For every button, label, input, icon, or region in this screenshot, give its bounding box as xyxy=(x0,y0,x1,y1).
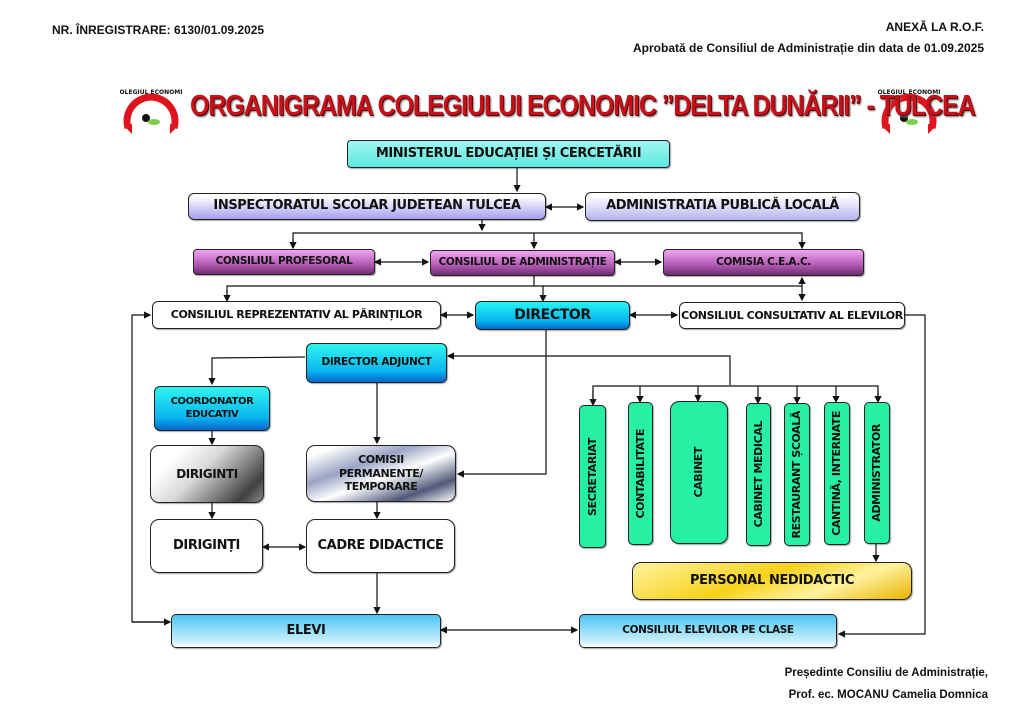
registration-number: NR. ÎNREGISTRARE: 6130/01.09.2025 xyxy=(52,23,265,37)
node-isj[interactable]: INSPECTORATUL SCOLAR JUDETEAN TULCEA xyxy=(188,193,546,220)
node-label: DIRECTOR xyxy=(514,306,591,323)
node-director[interactable]: DIRECTOR xyxy=(475,301,630,330)
approval-note: Aprobată de Consiliul de Administrație d… xyxy=(633,41,984,55)
node-label: ELEVI xyxy=(286,622,326,638)
node-label: CONTABILITATE xyxy=(633,428,647,519)
node-coordinator[interactable]: COORDONATOR EDUCATIV xyxy=(154,386,270,431)
line-deputy-coordinator xyxy=(208,356,306,386)
node-dirigi-1[interactable]: DIRIGINTI xyxy=(150,445,264,503)
school-logo-right: COLEGIUL ECONOMIC xyxy=(873,84,945,142)
node-commissions[interactable]: COMISII PERMANENTE/ TEMPORARE xyxy=(306,445,456,502)
dept-administrator[interactable]: ADMINISTRATOR xyxy=(864,402,890,544)
node-label: DIRIGINȚI xyxy=(173,537,240,553)
dept-medical[interactable]: CABINET MEDICAL xyxy=(746,403,771,546)
node-label: COMISIA C.E.A.C. xyxy=(716,255,811,268)
svg-text:COLEGIUL ECONOMIC: COLEGIUL ECONOMIC xyxy=(878,89,940,96)
node-admin-council[interactable]: CONSILIUL DE ADMINISTRAȚIE xyxy=(430,250,615,276)
node-label: CABINET MEDICAL xyxy=(751,421,765,528)
node-label: PERSONAL NEDIDACTIC xyxy=(689,572,854,588)
annex-label: ANEXĂ LA R.O.F. xyxy=(885,20,984,34)
node-label: CONSILIUL REPREZENTATIV AL PĂRINȚILOR xyxy=(170,308,423,322)
node-teaching-staff[interactable]: CADRE DIDACTICE xyxy=(306,519,455,573)
school-logo-left: COLEGIUL ECONOMIC xyxy=(115,84,187,142)
node-apl[interactable]: ADMINISTRATIA PUBLICĂ LOCALĂ xyxy=(585,192,860,221)
node-parents-council[interactable]: CONSILIUL REPREZENTATIV AL PĂRINȚILOR xyxy=(152,301,441,329)
node-label: INSPECTORATUL SCOLAR JUDETEAN TULCEA xyxy=(213,198,521,214)
line-right-loop xyxy=(837,314,926,638)
node-ceac[interactable]: COMISIA C.E.A.C. xyxy=(663,249,864,276)
node-dirigi-2[interactable]: DIRIGINȚI xyxy=(150,519,263,573)
node-label: CONSILIUL DE ADMINISTRAȚIE xyxy=(438,256,607,269)
dept-cabinet[interactable]: CABINET xyxy=(670,401,728,544)
signature-role: Președinte Consiliu de Administrație, xyxy=(784,667,988,679)
node-label: CONSILIUL PROFESORAL xyxy=(215,255,353,268)
school-logo-icon: COLEGIUL ECONOMIC xyxy=(873,89,945,134)
node-label: CONSILIUL ELEVILOR PE CLASE xyxy=(622,624,794,637)
node-label: COMISII PERMANENTE/ TEMPORARE xyxy=(338,452,424,494)
line-deputy-departments xyxy=(446,352,731,385)
node-label: ADMINISTRATOR xyxy=(870,424,884,522)
node-ministry[interactable]: MINISTERUL EDUCAȚIEI ȘI CERCETĂRII xyxy=(347,140,670,168)
node-students-consultative[interactable]: CONSILIUL CONSULTATIV AL ELEVILOR xyxy=(679,302,905,329)
node-label: MINISTERUL EDUCAȚIEI ȘI CERCETĂRII xyxy=(375,145,642,161)
node-label: RESTAURANT ȘCOALĂ xyxy=(790,410,804,539)
node-label: DIRIGINTI xyxy=(176,466,238,481)
node-label: CABINET xyxy=(692,447,706,498)
node-deputy-director[interactable]: DIRECTOR ADJUNCT xyxy=(306,343,447,383)
node-label: ADMINISTRATIA PUBLICĂ LOCALĂ xyxy=(606,198,839,214)
node-label: CONSILIUL CONSULTATIV AL ELEVILOR xyxy=(681,308,903,322)
node-label: CADRE DIDACTICE xyxy=(317,537,444,553)
dept-canteen[interactable]: CANTINĂ, INTERNATE xyxy=(824,402,850,545)
node-label: SECRETARIAT xyxy=(585,437,599,516)
signature-name: Prof. ec. MOCANU Camelia Domnica xyxy=(788,689,988,701)
node-label: COORDONATOR EDUCATIV xyxy=(170,396,254,420)
line-row4-bus xyxy=(226,285,802,300)
svg-text:COLEGIUL ECONOMIC: COLEGIUL ECONOMIC xyxy=(120,89,182,96)
node-label: DIRECTOR ADJUNCT xyxy=(321,356,432,369)
node-students[interactable]: ELEVI xyxy=(171,614,441,648)
school-logo-icon: COLEGIUL ECONOMIC xyxy=(115,89,187,134)
line-row3-bus xyxy=(292,232,803,247)
node-teachers-council[interactable]: CONSILIUL PROFESORAL xyxy=(193,249,375,275)
dept-accounting[interactable]: CONTABILITATE xyxy=(628,402,653,545)
node-non-teaching[interactable]: PERSONAL NEDIDACTIC xyxy=(632,562,912,600)
dept-restaurant[interactable]: RESTAURANT ȘCOALĂ xyxy=(784,403,810,546)
line-director-commissions xyxy=(456,330,547,478)
dept-secretariat[interactable]: SECRETARIAT xyxy=(579,405,606,548)
node-label: CANTINĂ, INTERNATE xyxy=(830,411,844,536)
node-class-students-council[interactable]: CONSILIUL ELEVILOR PE CLASE xyxy=(579,614,837,648)
